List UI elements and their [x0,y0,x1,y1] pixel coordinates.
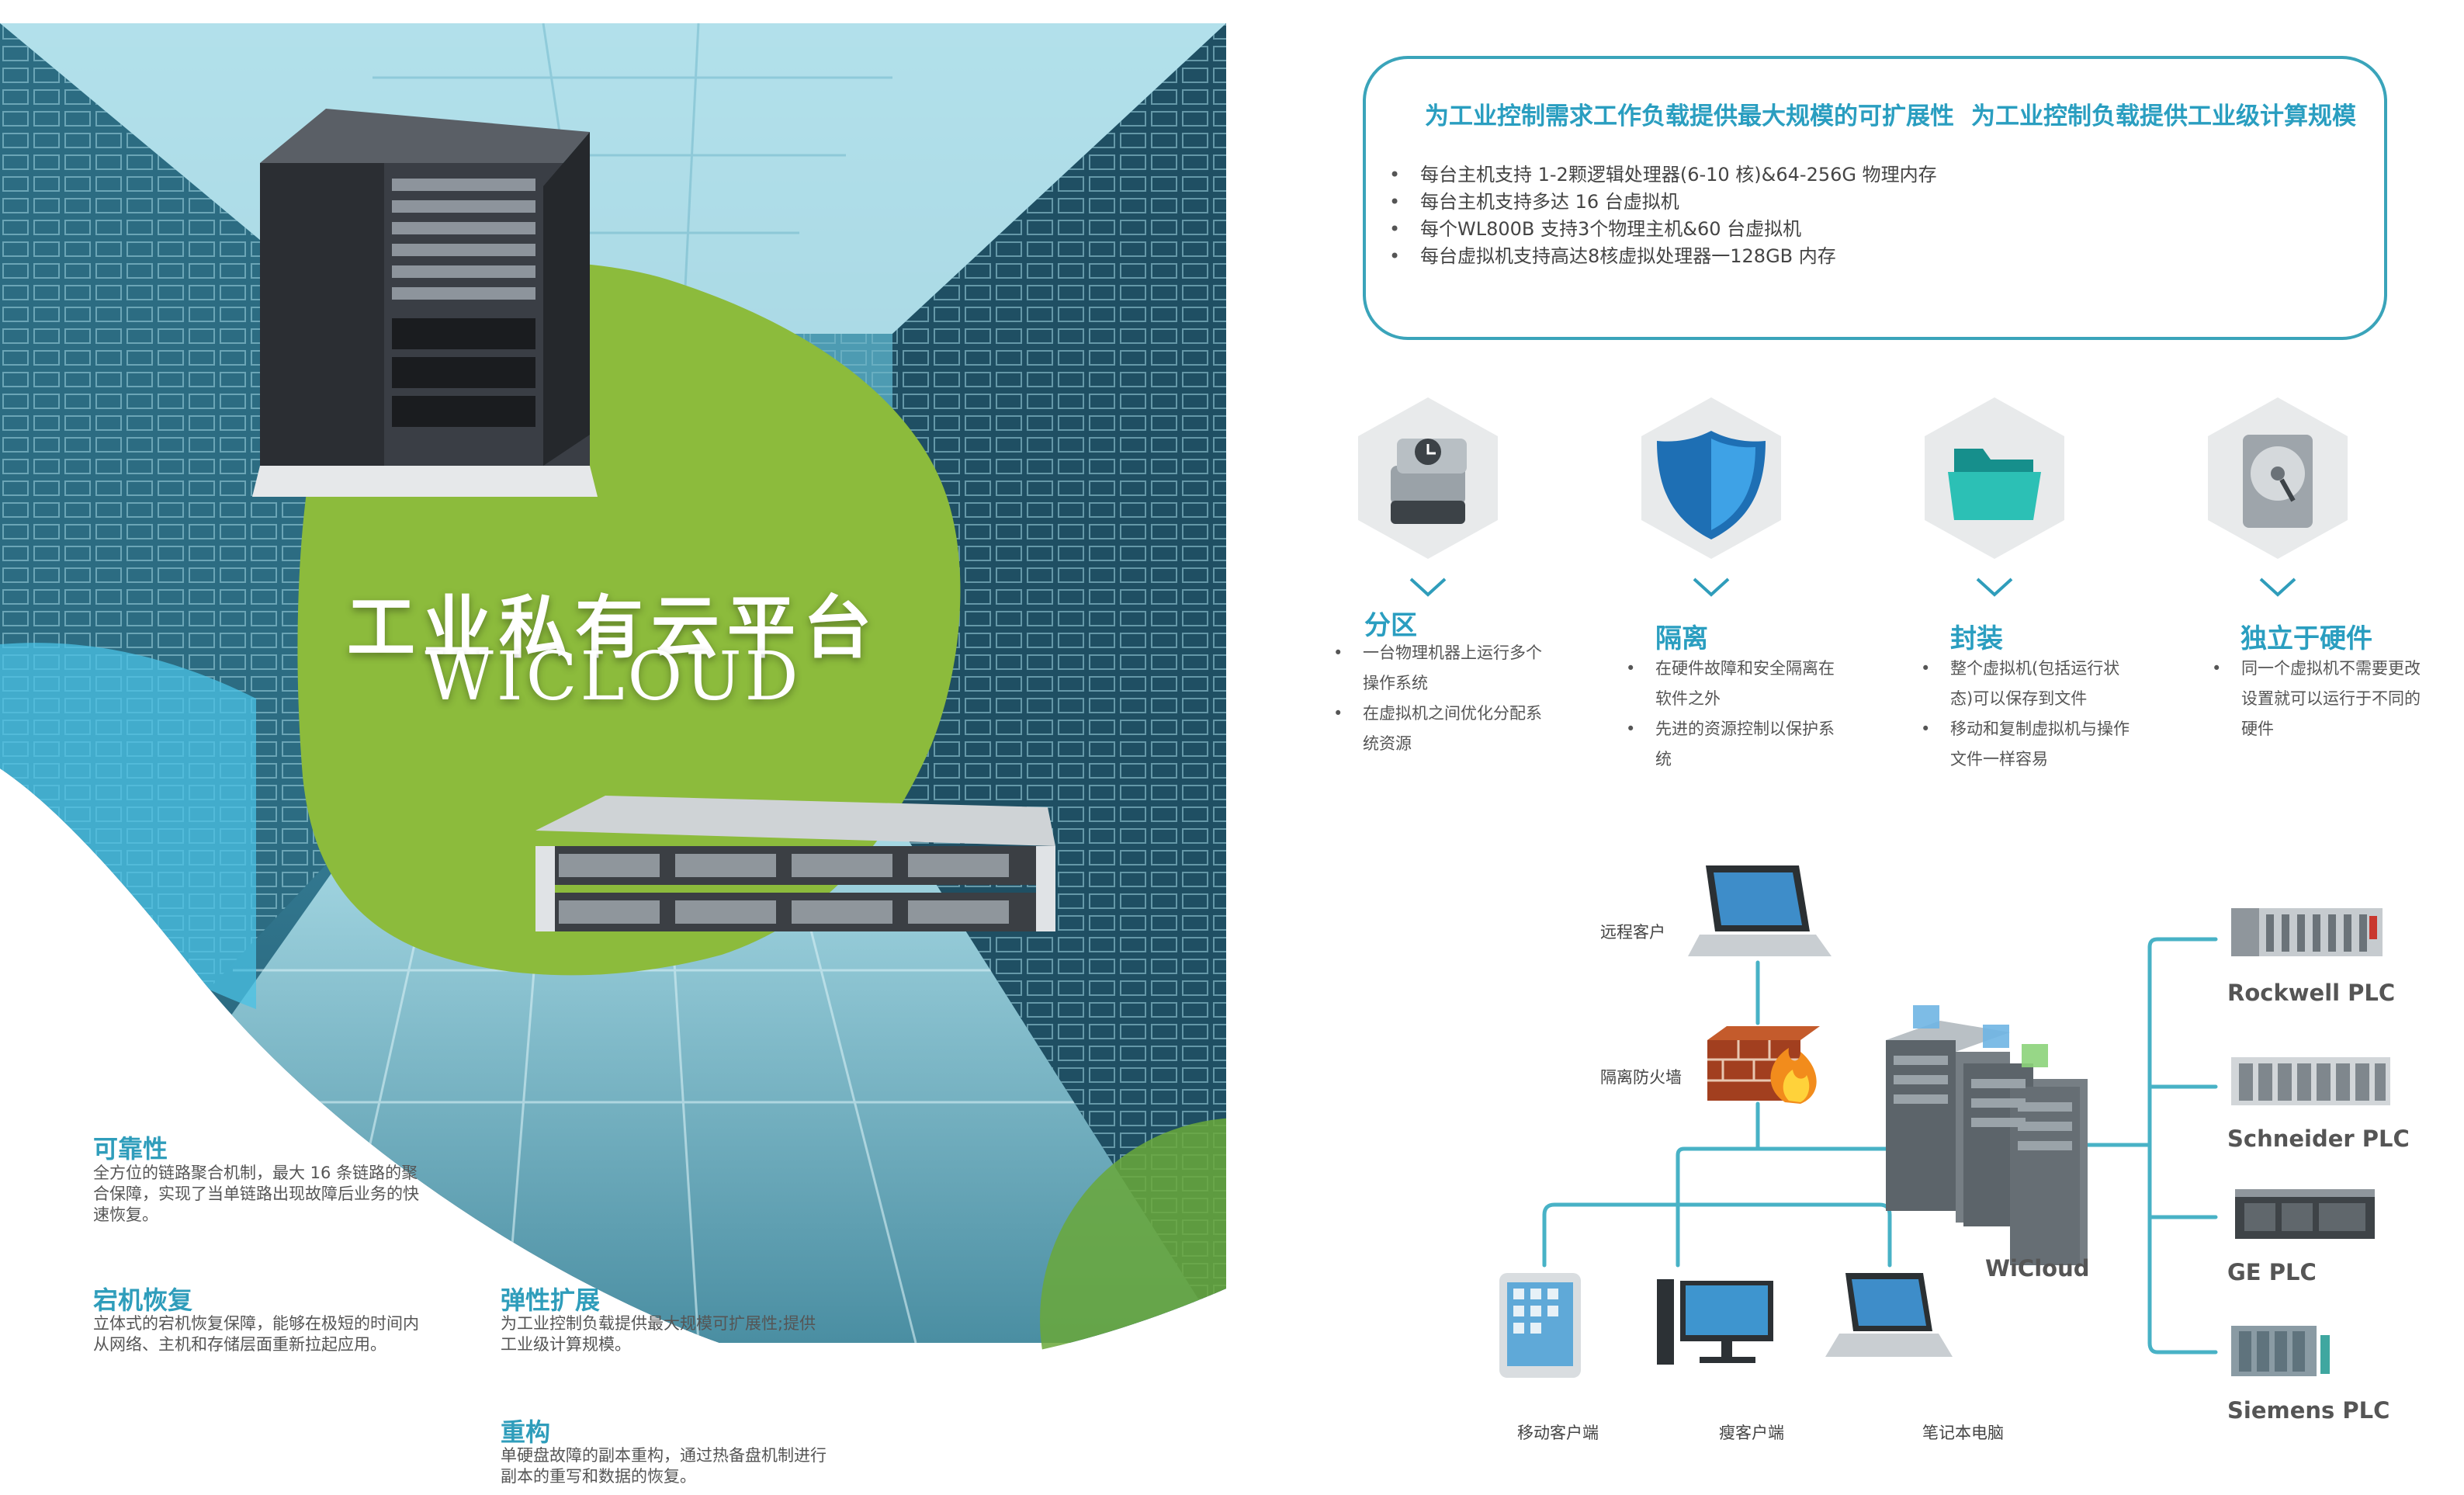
scalability-box: 为工业控制需求工作负载提供最大规模的可扩展性 为工业控制负载提供工业级计算规模 … [1363,56,2387,340]
chevron-down-icon [1409,578,1447,597]
scalability-heading-right: 为工业控制负载提供工业级计算规模 [1971,102,2356,130]
hex-title-partition: 分区 [1364,610,1417,641]
remote-client-label: 远程客户 [1600,923,1665,942]
shield-icon [1657,431,1766,539]
folder-icon [1948,449,2041,520]
hero-artwork [0,23,1226,1368]
connector-line [1542,1202,1892,1268]
firewall-icon [1707,1026,1820,1104]
laptop-label: 笔记本电脑 [1922,1424,2004,1442]
tower-server-image [252,109,598,497]
schneider-plc-label: Schneider PLC [2227,1126,2410,1152]
ge-plc-label: GE PLC [2227,1259,2317,1285]
feature-title: 弹性扩展 [501,1285,601,1315]
scalability-heading-left: 为工业控制需求工作负载提供最大规模的可扩展性 [1425,102,1954,130]
chevron-down-icon [1693,578,1730,597]
drive-clock-icon [1391,439,1467,524]
ge-plc-icon [2235,1189,2375,1239]
hex-icons-row [1358,397,2348,597]
list-item: 每个WL800B 支持3个物理主机&60 台虚拟机 [1389,216,1937,243]
rockwell-plc-icon [2231,908,2383,956]
thin-client-label: 瘦客户端 [1719,1424,1784,1442]
list-item: 每台主机支持 1-2颗逻辑处理器(6-10 核)&64-256G 物理内存 [1389,161,1937,189]
hex-title-isolation: 隔离 [1655,623,1708,654]
chevron-down-icon [1976,578,2013,597]
feature-title: 重构 [501,1417,551,1447]
schneider-plc-icon [2231,1057,2390,1105]
rack-server-image [535,796,1055,931]
firewall-label: 隔离防火墙 [1600,1068,1682,1087]
connector-line [2147,937,2218,949]
connector-line [1676,1146,1915,1207]
scalability-list: 每台主机支持 1-2颗逻辑处理器(6-10 核)&64-256G 物理内存 每台… [1389,161,1937,270]
thin-client-icon [1657,1279,1773,1365]
feature-desc: 单硬盘故障的副本重构，通过热备盘机制进行副本的重写和数据的恢复。 [501,1446,827,1486]
wicloud-label: WiCloud [1985,1255,2090,1282]
hex-title-hardware-independent: 独立于硬件 [2240,623,2372,654]
wicloud-server-icon [1886,1005,2088,1265]
hero-subtitle: WICLOUD [425,638,802,716]
feature-title: 宕机恢复 [93,1285,193,1315]
hero-title: 工业私有云平台 [346,588,879,668]
feature-desc: 立体式的宕机恢复保障，能够在极短的时间内从网络、主机和存储层面重新拉起应用。 [93,1314,419,1354]
hard-disk-icon [2243,435,2313,528]
network-diagram [1499,865,2390,1378]
feature-desc: 为工业控制负载提供最大规模可扩展性;提供工业级计算规模。 [501,1314,816,1354]
connector-line [2147,1341,2218,1355]
list-item: 每台主机支持多达 16 台虚拟机 [1389,189,1937,216]
notebook-icon [1825,1273,1953,1357]
feature-title: 可靠性 [93,1134,168,1164]
rockwell-plc-label: Rockwell PLC [2227,980,2396,1006]
list-item: 每台虚拟机支持高达8核虚拟处理器一128GB 内存 [1389,243,1937,270]
chevron-down-icon [2259,578,2296,597]
siemens-plc-label: Siemens PLC [2227,1397,2390,1424]
hex-title-encapsulation: 封装 [1950,623,2003,654]
mobile-client-label: 移动客户端 [1517,1424,1599,1442]
feature-desc: 全方位的链路聚合机制，最大 16 条链路的聚合保障，实现了当单链路出现故障后业务… [93,1164,419,1224]
siemens-plc-icon [2231,1326,2330,1376]
remote-laptop-icon [1688,865,1832,956]
tablet-icon [1499,1273,1581,1378]
